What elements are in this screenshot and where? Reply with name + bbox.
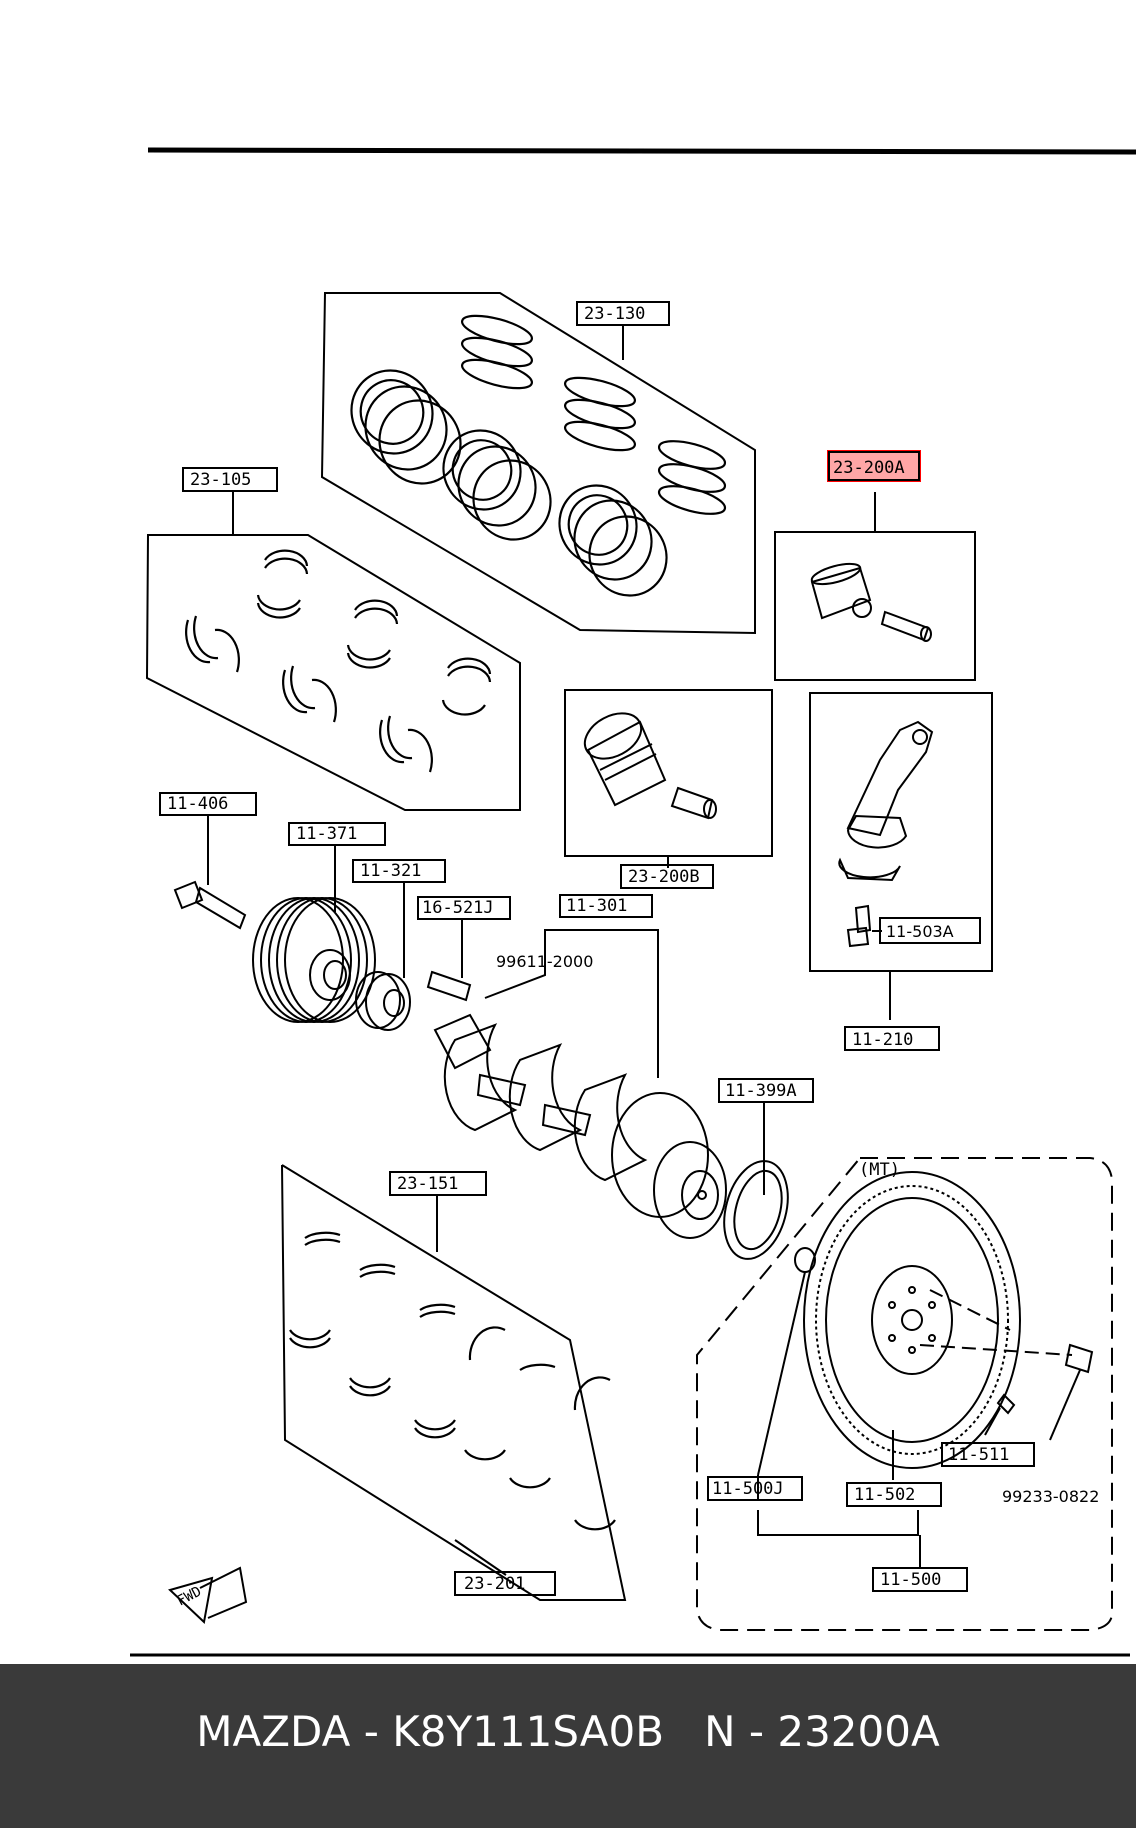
rear-oil-seal-group bbox=[723, 1103, 789, 1260]
label-conrod-bolt[interactable]: 11-503A bbox=[886, 922, 954, 941]
crank-sprocket-group bbox=[355, 883, 411, 1031]
label-main-bearings[interactable]: 23-201 bbox=[464, 1574, 525, 1594]
label-flywheel-assy[interactable]: 11-500 bbox=[880, 1570, 941, 1590]
label-pulley[interactable]: 11-371 bbox=[296, 824, 357, 844]
label-dowel-pin[interactable]: 99233-0822 bbox=[1002, 1487, 1099, 1506]
label-rings[interactable]: 23-130 bbox=[584, 304, 645, 324]
label-crankshaft[interactable]: 11-301 bbox=[566, 896, 627, 916]
piston-rings-group bbox=[320, 292, 756, 635]
label-conrod-bearings[interactable]: 23-105 bbox=[190, 470, 251, 490]
key-group bbox=[426, 920, 472, 1002]
conrod-bearings-group bbox=[145, 492, 521, 811]
label-key[interactable]: 16-521J bbox=[422, 898, 494, 918]
crank-pulley-group bbox=[252, 845, 376, 1023]
footer-bar: MAZDA - K8Y111SA0B N - 23200A bbox=[0, 1664, 1136, 1828]
label-rear-seal[interactable]: 11-399A bbox=[725, 1081, 797, 1101]
flywheel-mt-group bbox=[696, 1157, 1113, 1631]
top-rule bbox=[147, 147, 1136, 155]
label-crank-sub-part[interactable]: 99611-2000 bbox=[496, 952, 593, 971]
label-thrust-bearings[interactable]: 23-151 bbox=[397, 1174, 458, 1194]
label-conrod-assy[interactable]: 11-210 bbox=[852, 1030, 913, 1050]
label-mt: (MT) bbox=[859, 1160, 900, 1180]
label-flywheel[interactable]: 11-502 bbox=[854, 1485, 915, 1505]
exploded-parts-diagram: 23-130 23-105 23-200A 23-200B 11-210 11-… bbox=[130, 147, 1136, 1657]
label-piston[interactable]: 23-200B bbox=[628, 867, 700, 887]
label-pilot-bearing[interactable]: 11-500J bbox=[712, 1479, 784, 1499]
piston-assy-group bbox=[774, 492, 976, 681]
footer-part-number: MAZDA - K8Y111SA0B N - 23200A bbox=[196, 1706, 940, 1756]
label-piston-assy-highlighted[interactable]: 23-200A bbox=[833, 458, 905, 478]
pulley-bolt-group bbox=[173, 815, 247, 930]
label-pulley-bolt[interactable]: 11-406 bbox=[167, 794, 228, 814]
main-bearings-group bbox=[281, 1164, 627, 1601]
crankshaft-group bbox=[433, 929, 727, 1239]
piston-group bbox=[564, 689, 773, 868]
label-flywheel-bolt[interactable]: 11-511 bbox=[948, 1445, 1009, 1465]
conrod-assy-group bbox=[809, 692, 993, 1020]
label-sprocket[interactable]: 11-321 bbox=[360, 861, 421, 881]
fwd-arrow-icon bbox=[168, 1566, 248, 1624]
